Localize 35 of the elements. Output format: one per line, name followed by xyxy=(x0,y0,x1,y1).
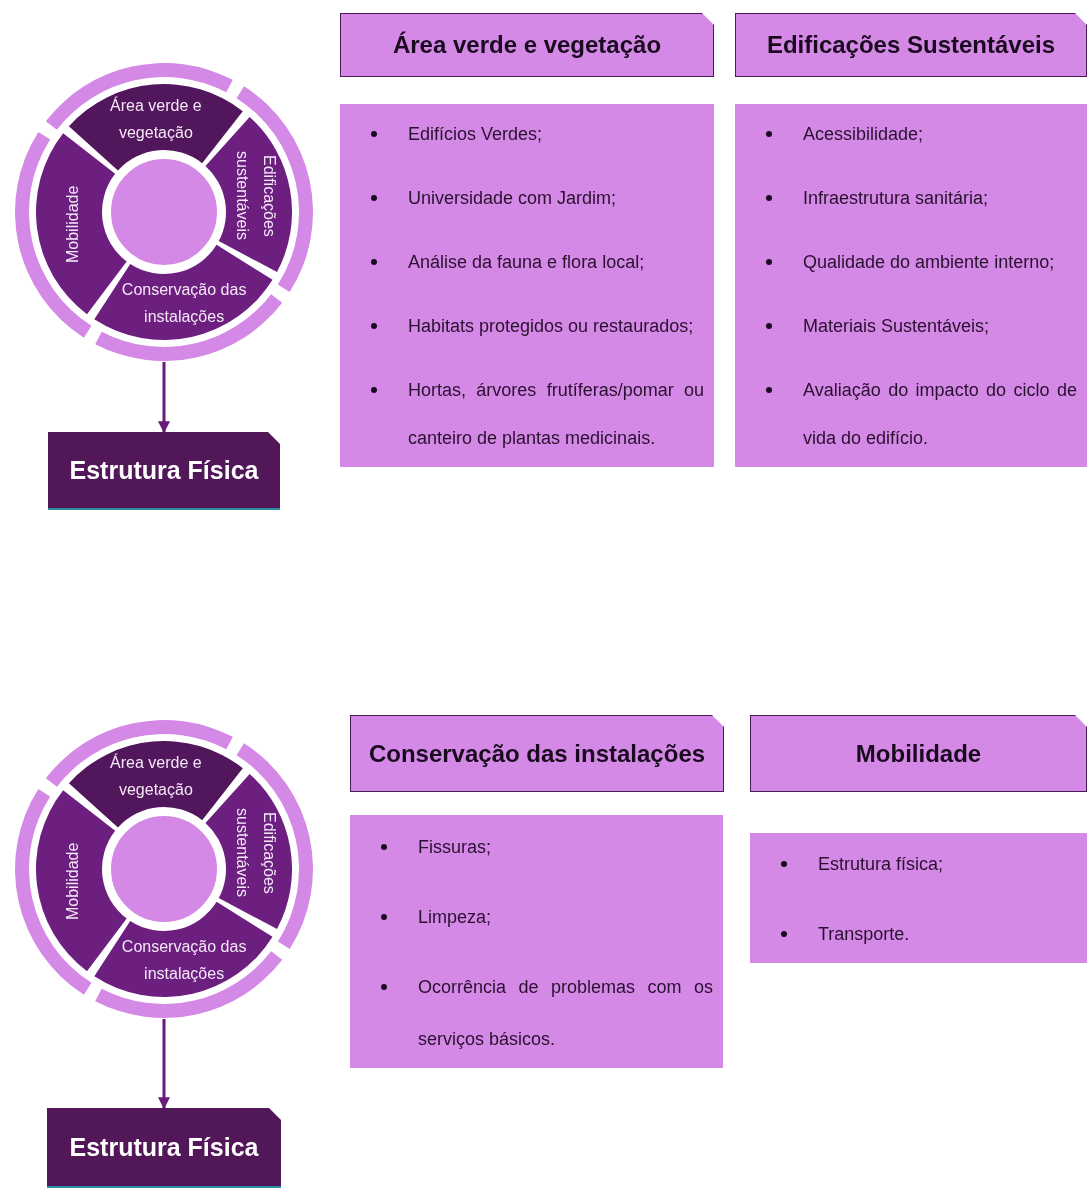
list-panel xyxy=(750,833,1087,963)
segment-label: Mobilidade xyxy=(62,841,82,922)
title-box: Estrutura Física xyxy=(47,1108,281,1188)
list-panel xyxy=(350,815,723,1068)
bullet-item: Análise da fauna e flora local; xyxy=(340,238,714,286)
segment-label: Mobilidade xyxy=(62,184,82,265)
list-panel xyxy=(735,104,1087,467)
bullet-item: Hortas, árvores frutíferas/pomar ou canteiro de plantas medicinais. xyxy=(340,366,714,462)
bullet-item: Materiais Sustentáveis; xyxy=(735,302,1087,350)
list-panel xyxy=(340,104,714,467)
bullet-item: Ocorrência de problemas com os serviços básicos. xyxy=(350,961,723,1065)
title-box: Estrutura Física xyxy=(48,432,280,510)
header-box: Edificações Sustentáveis xyxy=(735,13,1087,77)
bullet-item: Universidade com Jardim; xyxy=(340,174,714,222)
segment-label: Área verde e vegetação xyxy=(109,95,203,144)
bullet-item: Avaliação do impacto do ciclo de vida do edifício. xyxy=(735,366,1087,462)
segment-label: Conservação das instalações xyxy=(120,279,248,327)
bullet-item: Habitats protegidos ou restaurados; xyxy=(340,302,714,350)
bullet-item: Transporte. xyxy=(750,908,1087,960)
header-box: Conservação das instalações xyxy=(350,715,724,792)
bullet-item: Limpeza; xyxy=(350,891,723,943)
header-box: Área verde e vegetação xyxy=(340,13,714,77)
header-box: Mobilidade xyxy=(750,715,1087,792)
segment-label: Área verde e vegetação xyxy=(109,752,203,801)
segment-label: Edificações sustentáveis xyxy=(232,150,279,243)
bullet-item: Infraestrutura sanitária; xyxy=(735,174,1087,222)
bullet-item: Qualidade do ambiente interno; xyxy=(735,238,1087,286)
bullet-item: Estrutura física; xyxy=(750,838,1087,890)
arrow xyxy=(158,1019,170,1110)
bullet-item: Edifícios Verdes; xyxy=(340,110,714,158)
segment-label: Conservação das instalações xyxy=(120,936,248,984)
bullet-item: Acessibilidade; xyxy=(735,110,1087,158)
segment-label: Edificações sustentáveis xyxy=(232,807,279,900)
arrow xyxy=(158,362,170,434)
bullet-item: Fissuras; xyxy=(350,821,723,873)
